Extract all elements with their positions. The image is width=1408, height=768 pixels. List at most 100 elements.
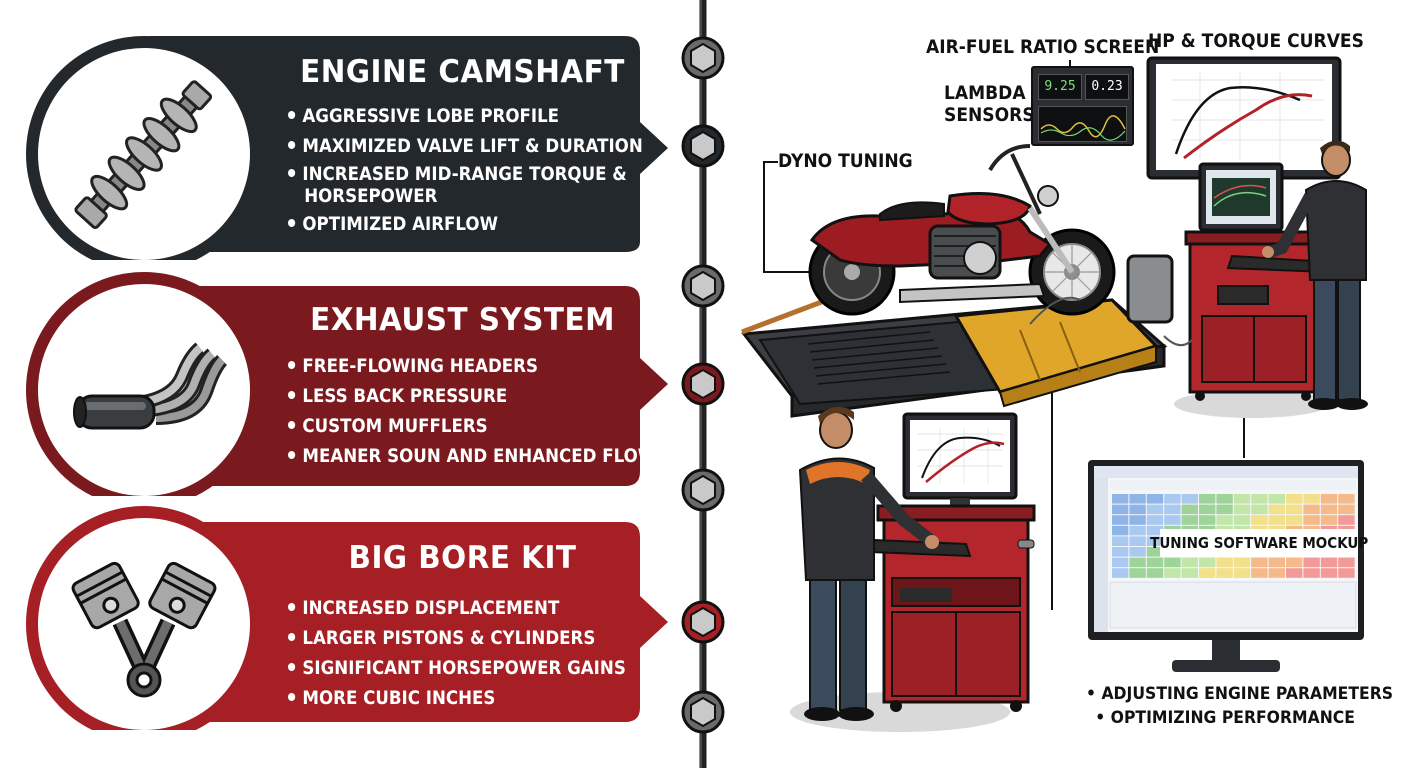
air-fuel-ratio-screen: 9.25 0.23 [1031,66,1134,146]
table-cell [1181,494,1198,504]
bullet-item: MAXIMIZED VALVE LIFT & DURATION [288,132,643,162]
table-cell [1233,557,1251,568]
rear-mechanic [1262,140,1368,410]
bullet-list: AGGRESSIVE LOBE PROFILE MAXIMIZED VALVE … [288,102,682,240]
table-cell [1338,494,1355,504]
table-cell [1146,568,1164,578]
bullet-item-continued: HORSEPOWER [304,186,438,207]
monitor-stand [1212,640,1240,662]
table-cell [1146,504,1164,515]
bullet-item: MORE CUBIC INCHES [288,684,626,714]
table-cell [1338,557,1355,568]
table-cell [1146,494,1164,504]
air-fuel-ratio-label: AIR-FUEL RATIO SCREEN [926,36,1160,58]
table-cell [1181,557,1198,568]
table-cell [1286,557,1303,568]
panel-exhaust-system: EXHAUST SYSTEM FREE-FLOWING HEADERS LESS… [0,266,680,496]
table-cell [1286,504,1303,515]
table-cell [1164,515,1181,525]
motorcycle [808,144,1116,316]
table-cell [1129,547,1146,557]
dyno-platform [741,254,1174,418]
table-cell [1251,494,1268,504]
table-cell [1251,504,1268,515]
table-cell [1303,568,1320,578]
table-cell [1286,494,1303,504]
callout-item: • ADJUSTING ENGINE PARAMETERS [1086,684,1394,704]
table-cell [1199,515,1216,525]
table-cell [1112,504,1129,515]
panel-big-bore-kit: BIG BORE KIT INCREASED DISPLACEMENT LARG… [0,500,680,730]
table-cell [1129,536,1146,546]
bullet-item: MEANER SOUN AND ENHANCED FLOW [288,442,656,472]
lambda-label-line: LAMBDA [944,82,1026,104]
table-cell [1268,515,1285,525]
table-cell [1164,568,1181,578]
table-cell [1181,504,1198,515]
table-cell [1268,494,1285,504]
panel-title: ENGINE CAMSHAFT [300,54,625,90]
hp-torque-curves-label: HP & TORQUE CURVES [1148,30,1364,52]
table-cell [1320,504,1338,515]
table-cell [1129,515,1146,525]
bullet-item: INCREASED DISPLACEMENT [288,594,626,624]
table-cell [1216,568,1233,578]
camshaft-icon [46,56,242,252]
lambda-sensors-label: LAMBDA SENSORS [944,82,1035,126]
table-cell [1199,504,1216,515]
callout-bullets: • ADJUSTING ENGINE PARAMETERS • OPTIMIZI… [1086,682,1408,730]
software-label: TUNING SOFTWARE MOCKUP [1149,534,1369,552]
table-cell [1199,557,1216,568]
table-cell [1181,568,1198,578]
table-cell [1112,525,1129,536]
table-cell [1268,568,1285,578]
table-cell [1251,557,1268,568]
table-cell [1286,515,1303,525]
table-cell [1251,515,1268,525]
table-cell [1216,557,1233,568]
table-cell [1216,494,1233,504]
panel-background [26,506,668,730]
table-cell [1320,557,1338,568]
table-cell [1164,494,1181,504]
table-cell [1112,494,1129,504]
table-cell [1129,504,1146,515]
table-cell [1268,504,1285,515]
pistons-icon [46,526,242,722]
table-cell [1146,547,1164,557]
table-cell [1199,494,1216,504]
callout-item: • OPTIMIZING PERFORMANCE [1095,708,1355,728]
leader-line [763,161,822,273]
bullet-item: SIGNIFICANT HORSEPOWER GAINS [288,654,626,684]
table-cell [1320,568,1338,578]
table-cell [1164,557,1181,568]
table-cell [1129,568,1146,578]
sensors-label-line: SENSORS [944,104,1035,126]
table-cell [1303,494,1320,504]
table-cell [1146,536,1164,546]
table-cell [1233,504,1251,515]
table-cell [1233,494,1251,504]
lambda-readout: 0.23 [1085,74,1129,100]
table-cell [1303,504,1320,515]
table-cell [1146,525,1164,536]
bullet-list: FREE-FLOWING HEADERS LESS BACK PRESSURE … [288,352,697,472]
monitor-base [1172,660,1280,672]
cable [1163,335,1193,347]
table-cell [1233,515,1251,525]
table-cell [1112,536,1129,546]
table-cell [1199,568,1216,578]
bullet-list: INCREASED DISPLACEMENT LARGER PISTONS & … [288,594,663,714]
table-cell [1286,568,1303,578]
software-label-box: TUNING SOFTWARE MOCKUP [1150,529,1368,557]
table-cell [1338,515,1355,525]
front-workstation [868,412,1036,712]
table-cell [1112,568,1129,578]
afr-readout: 9.25 [1038,74,1082,100]
table-cell [1216,515,1233,525]
front-mechanic [798,406,939,721]
bullet-item: AGGRESSIVE LOBE PROFILE [288,102,643,132]
table-cell [1129,557,1146,568]
panel-engine-camshaft: ENGINE CAMSHAFT AGGRESSIVE LOBE PROFILE … [0,30,682,260]
